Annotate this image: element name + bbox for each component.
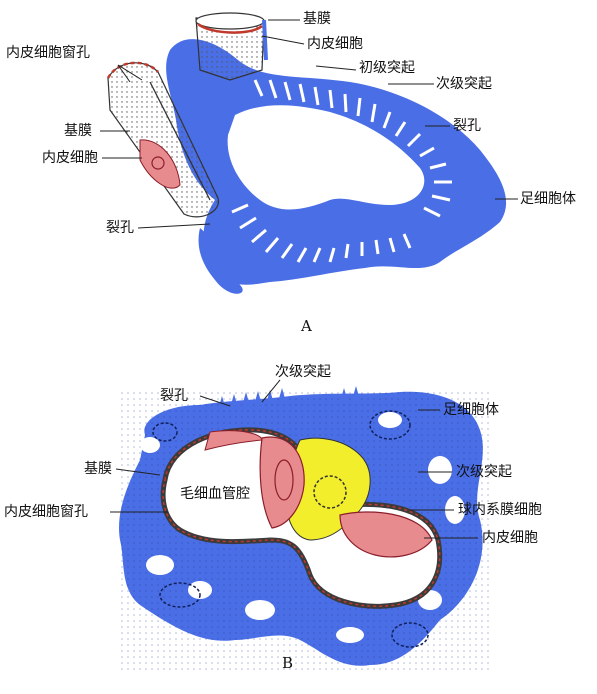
capillary-top-a <box>195 12 268 81</box>
panel-a-illustration <box>106 12 507 294</box>
label-podocyte-body-b: 足细胞体 <box>443 402 499 418</box>
label-slit-b: 裂孔 <box>160 388 188 404</box>
label-capillary-lumen-b: 毛细血管腔 <box>180 486 250 502</box>
label-mesangial-cell-b: 球内系膜细胞 <box>458 502 542 518</box>
label-endothelial-left-a: 内皮细胞 <box>42 150 98 166</box>
podocyte-nuclei-b <box>152 410 429 648</box>
label-basement-top-a: 基膜 <box>303 11 331 27</box>
label-endothelial-top-a: 内皮细胞 <box>307 36 363 52</box>
label-secondary-process-top-b: 次级突起 <box>275 364 331 380</box>
endothelial-nucleus-left-b <box>274 459 294 501</box>
label-endothelial-fenestra-a: 内皮细胞窗孔 <box>6 45 90 61</box>
label-podocyte-body-a: 足细胞体 <box>520 191 576 207</box>
panel-b-illustration <box>118 386 490 672</box>
label-endothelial-cell-b: 内皮细胞 <box>482 530 538 546</box>
label-basement-left-a: 基膜 <box>64 123 92 139</box>
secondary-process-spikes-b <box>218 386 360 410</box>
label-endothelial-fenestra-b: 内皮细胞窗孔 <box>4 504 88 520</box>
podocyte-lower-lobe-a <box>198 228 243 294</box>
label-primary-process-a: 初级突起 <box>359 60 415 76</box>
capillary-left-a <box>106 61 219 218</box>
endothelial-cell-left-a <box>139 139 181 189</box>
endothelial-cell-top-b <box>204 430 263 451</box>
endothelial-cell-right-b <box>339 511 433 558</box>
panel-letter-a: A <box>301 317 312 335</box>
label-secondary-process-right-b: 次级突起 <box>456 464 512 480</box>
podocyte-gap-a <box>227 105 425 210</box>
leader-lines-b <box>110 379 478 539</box>
label-secondary-process-a: 次级突起 <box>436 76 492 92</box>
foot-process-slits-a <box>231 79 452 263</box>
slit-cavities-b <box>140 412 465 643</box>
endothelial-fenestra-line-b <box>162 429 441 607</box>
label-slit-right-a: 裂孔 <box>453 118 481 134</box>
panel-letter-b: B <box>282 654 294 672</box>
mesangial-nucleus-b <box>313 475 347 509</box>
endothelial-cell-left-b <box>259 436 305 529</box>
label-basement-b: 基膜 <box>84 461 112 477</box>
label-slit-bottom-a: 裂孔 <box>106 220 134 236</box>
leader-lines-a <box>100 19 518 229</box>
